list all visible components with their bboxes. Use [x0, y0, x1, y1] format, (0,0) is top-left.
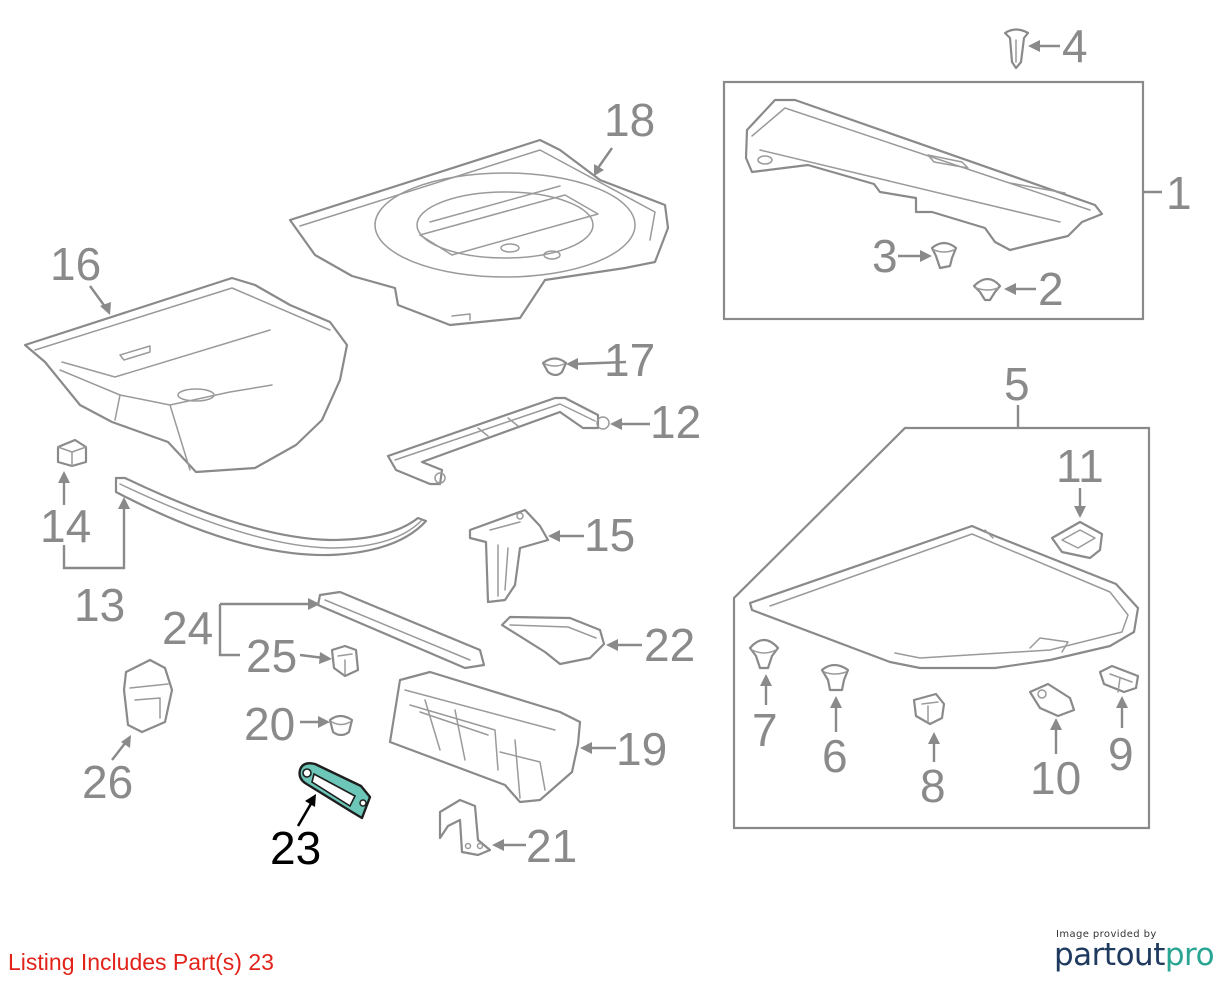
callout-2: 2 [1038, 263, 1064, 315]
part-1-sill-trim [744, 98, 1104, 252]
partoutpro-logo: partoutpro [1054, 937, 1215, 973]
part-7-push-clip [748, 638, 780, 670]
part-16-storage-tub [23, 276, 349, 474]
part-15-bracket [468, 508, 550, 604]
callout-17: 17 [604, 334, 655, 386]
part-2-push-clip [972, 277, 1002, 302]
logo-text-part1: partout [1054, 937, 1165, 973]
callout-21: 21 [526, 820, 577, 872]
part-9-clip [1098, 664, 1140, 694]
callout-11: 11 [1056, 440, 1104, 492]
callout-9: 9 [1108, 728, 1134, 780]
callout-3: 3 [872, 230, 898, 282]
part-23-highlighted [298, 762, 372, 820]
callout-20: 20 [244, 698, 295, 750]
part-13-weatherstrip [114, 476, 428, 557]
callout-numbers: 18 16 17 12 14 15 13 24 22 25 20 19 26 2… [40, 20, 1192, 874]
part-14-clip [56, 438, 88, 468]
part-22-pad [500, 615, 606, 666]
part-25-clip [330, 644, 360, 678]
callout-4: 4 [1062, 20, 1088, 72]
image-credit: Image provided by [1056, 929, 1157, 940]
callout-25: 25 [246, 630, 297, 682]
callout-13: 13 [74, 579, 125, 631]
part-26-bracket [122, 658, 174, 734]
callout-10: 10 [1030, 752, 1081, 804]
part-19-storage-box [388, 670, 582, 804]
callout-26: 26 [82, 756, 133, 808]
callout-19: 19 [616, 723, 667, 775]
callout-15: 15 [584, 509, 635, 561]
callout-23-highlighted: 23 [270, 822, 321, 874]
part-3-clip [930, 241, 958, 270]
part-8-clip [912, 692, 946, 726]
part-18-spare-tire-tray [288, 138, 670, 327]
callout-6: 6 [822, 730, 848, 782]
part-4-pin [1003, 28, 1030, 70]
leader-lines [58, 40, 1162, 851]
callout-7: 7 [752, 704, 778, 756]
part-21-bracket [438, 798, 492, 857]
group-box-1 [722, 80, 1145, 321]
callout-16: 16 [50, 238, 101, 290]
callout-18: 18 [604, 94, 655, 146]
part-12-jack-handle [386, 396, 610, 486]
part-11-handle [1050, 520, 1104, 560]
logo-text-part2: pro [1164, 937, 1215, 973]
listing-note: Listing Includes Part(s) 23 [8, 949, 274, 975]
part-10-clip [1028, 682, 1076, 718]
part-6-clip [820, 663, 850, 692]
callout-5: 5 [1004, 358, 1030, 410]
callout-22: 22 [644, 619, 695, 671]
callout-14: 14 [40, 500, 91, 552]
callout-24: 24 [162, 602, 213, 654]
callout-1: 1 [1166, 167, 1192, 219]
callout-8: 8 [920, 760, 946, 812]
part-20-grommet [328, 714, 354, 737]
part-5-floor-board [748, 524, 1140, 670]
part-17-grommet [541, 357, 568, 377]
callout-12: 12 [650, 396, 701, 448]
group-box-5 [732, 426, 1151, 830]
